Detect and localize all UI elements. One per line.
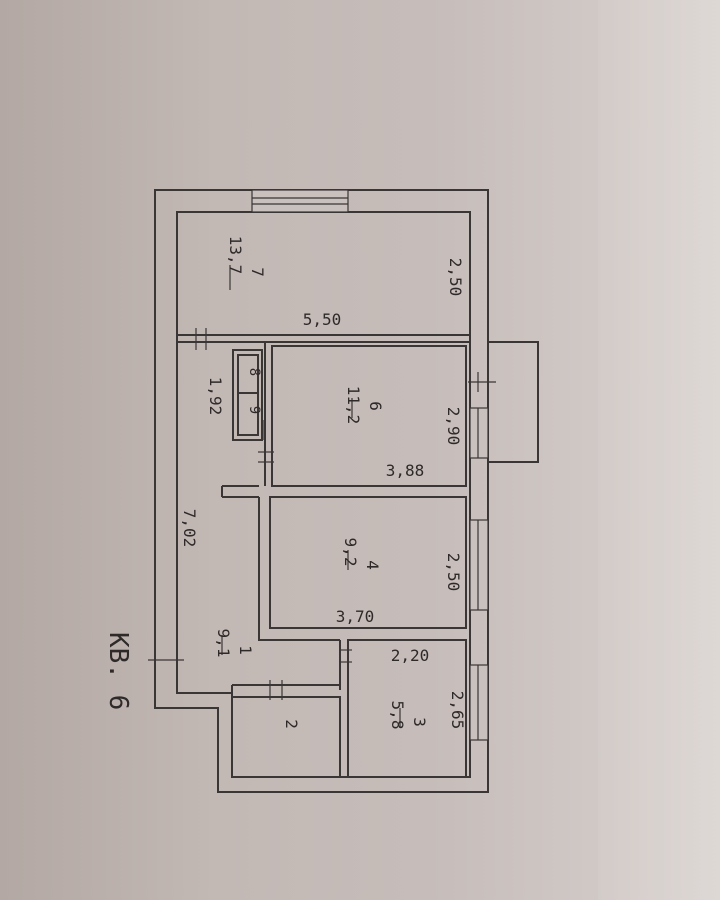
room-2-walls bbox=[177, 684, 341, 777]
room-1-area: 9,1 bbox=[214, 629, 233, 658]
room-6-label: 6 bbox=[366, 401, 385, 411]
room-3-area: 5,8 bbox=[388, 701, 407, 730]
window-room-6 bbox=[469, 407, 489, 459]
room-3-walls bbox=[339, 639, 467, 778]
room-2-label: 2 bbox=[282, 719, 301, 729]
window-room-7 bbox=[251, 189, 349, 213]
room-labels: 7 13,7 6 11,2 4 9,2 1 9,1 3 5,8 2 8 9 bbox=[214, 236, 429, 730]
room-4-label: 4 bbox=[363, 560, 382, 570]
room-8-label: 8 bbox=[246, 368, 262, 376]
room-1-label: 1 bbox=[236, 645, 255, 655]
outer-wall-inner bbox=[176, 211, 471, 778]
room-6-area: 11,2 bbox=[344, 386, 363, 425]
interior-walls bbox=[177, 265, 470, 778]
dimension-room-3-length: 2,20 bbox=[391, 646, 430, 665]
closet-8-9 bbox=[232, 349, 263, 441]
room-4-walls bbox=[258, 496, 467, 641]
dimension-room-6-length: 3,88 bbox=[386, 461, 425, 480]
dimension-room-7-width: 2,50 bbox=[446, 258, 465, 297]
apartment-label: КВ. 6 bbox=[103, 632, 133, 710]
balcony bbox=[488, 341, 539, 463]
window-room-4 bbox=[469, 519, 489, 611]
window-room-3 bbox=[469, 664, 489, 741]
wall-room-7-bottom bbox=[177, 334, 470, 343]
outer-walls bbox=[148, 189, 539, 793]
dimension-room-7-length: 5,50 bbox=[303, 310, 342, 329]
dimension-labels: 2,50 5,50 1,92 2,90 3,88 7,02 2,50 3,70 … bbox=[180, 258, 467, 730]
room-7-area: 13,7 bbox=[226, 236, 245, 275]
dimension-room-4-width: 2,50 bbox=[444, 553, 463, 592]
dimension-closet: 1,92 bbox=[206, 377, 225, 416]
corridor-stub bbox=[221, 485, 259, 498]
room-4-area: 9,2 bbox=[341, 538, 360, 567]
room-7-label: 7 bbox=[248, 267, 267, 277]
room-9-label: 9 bbox=[246, 406, 262, 414]
dimension-room-3-width: 2,65 bbox=[448, 691, 467, 730]
room-3-label: 3 bbox=[410, 717, 429, 727]
room-6-walls bbox=[264, 342, 467, 487]
dimension-corridor-length: 7,02 bbox=[180, 509, 199, 548]
dimension-room-6-width: 2,90 bbox=[444, 407, 463, 446]
dimension-room-4-length: 3,70 bbox=[336, 607, 375, 626]
outer-wall-outer bbox=[154, 189, 489, 793]
